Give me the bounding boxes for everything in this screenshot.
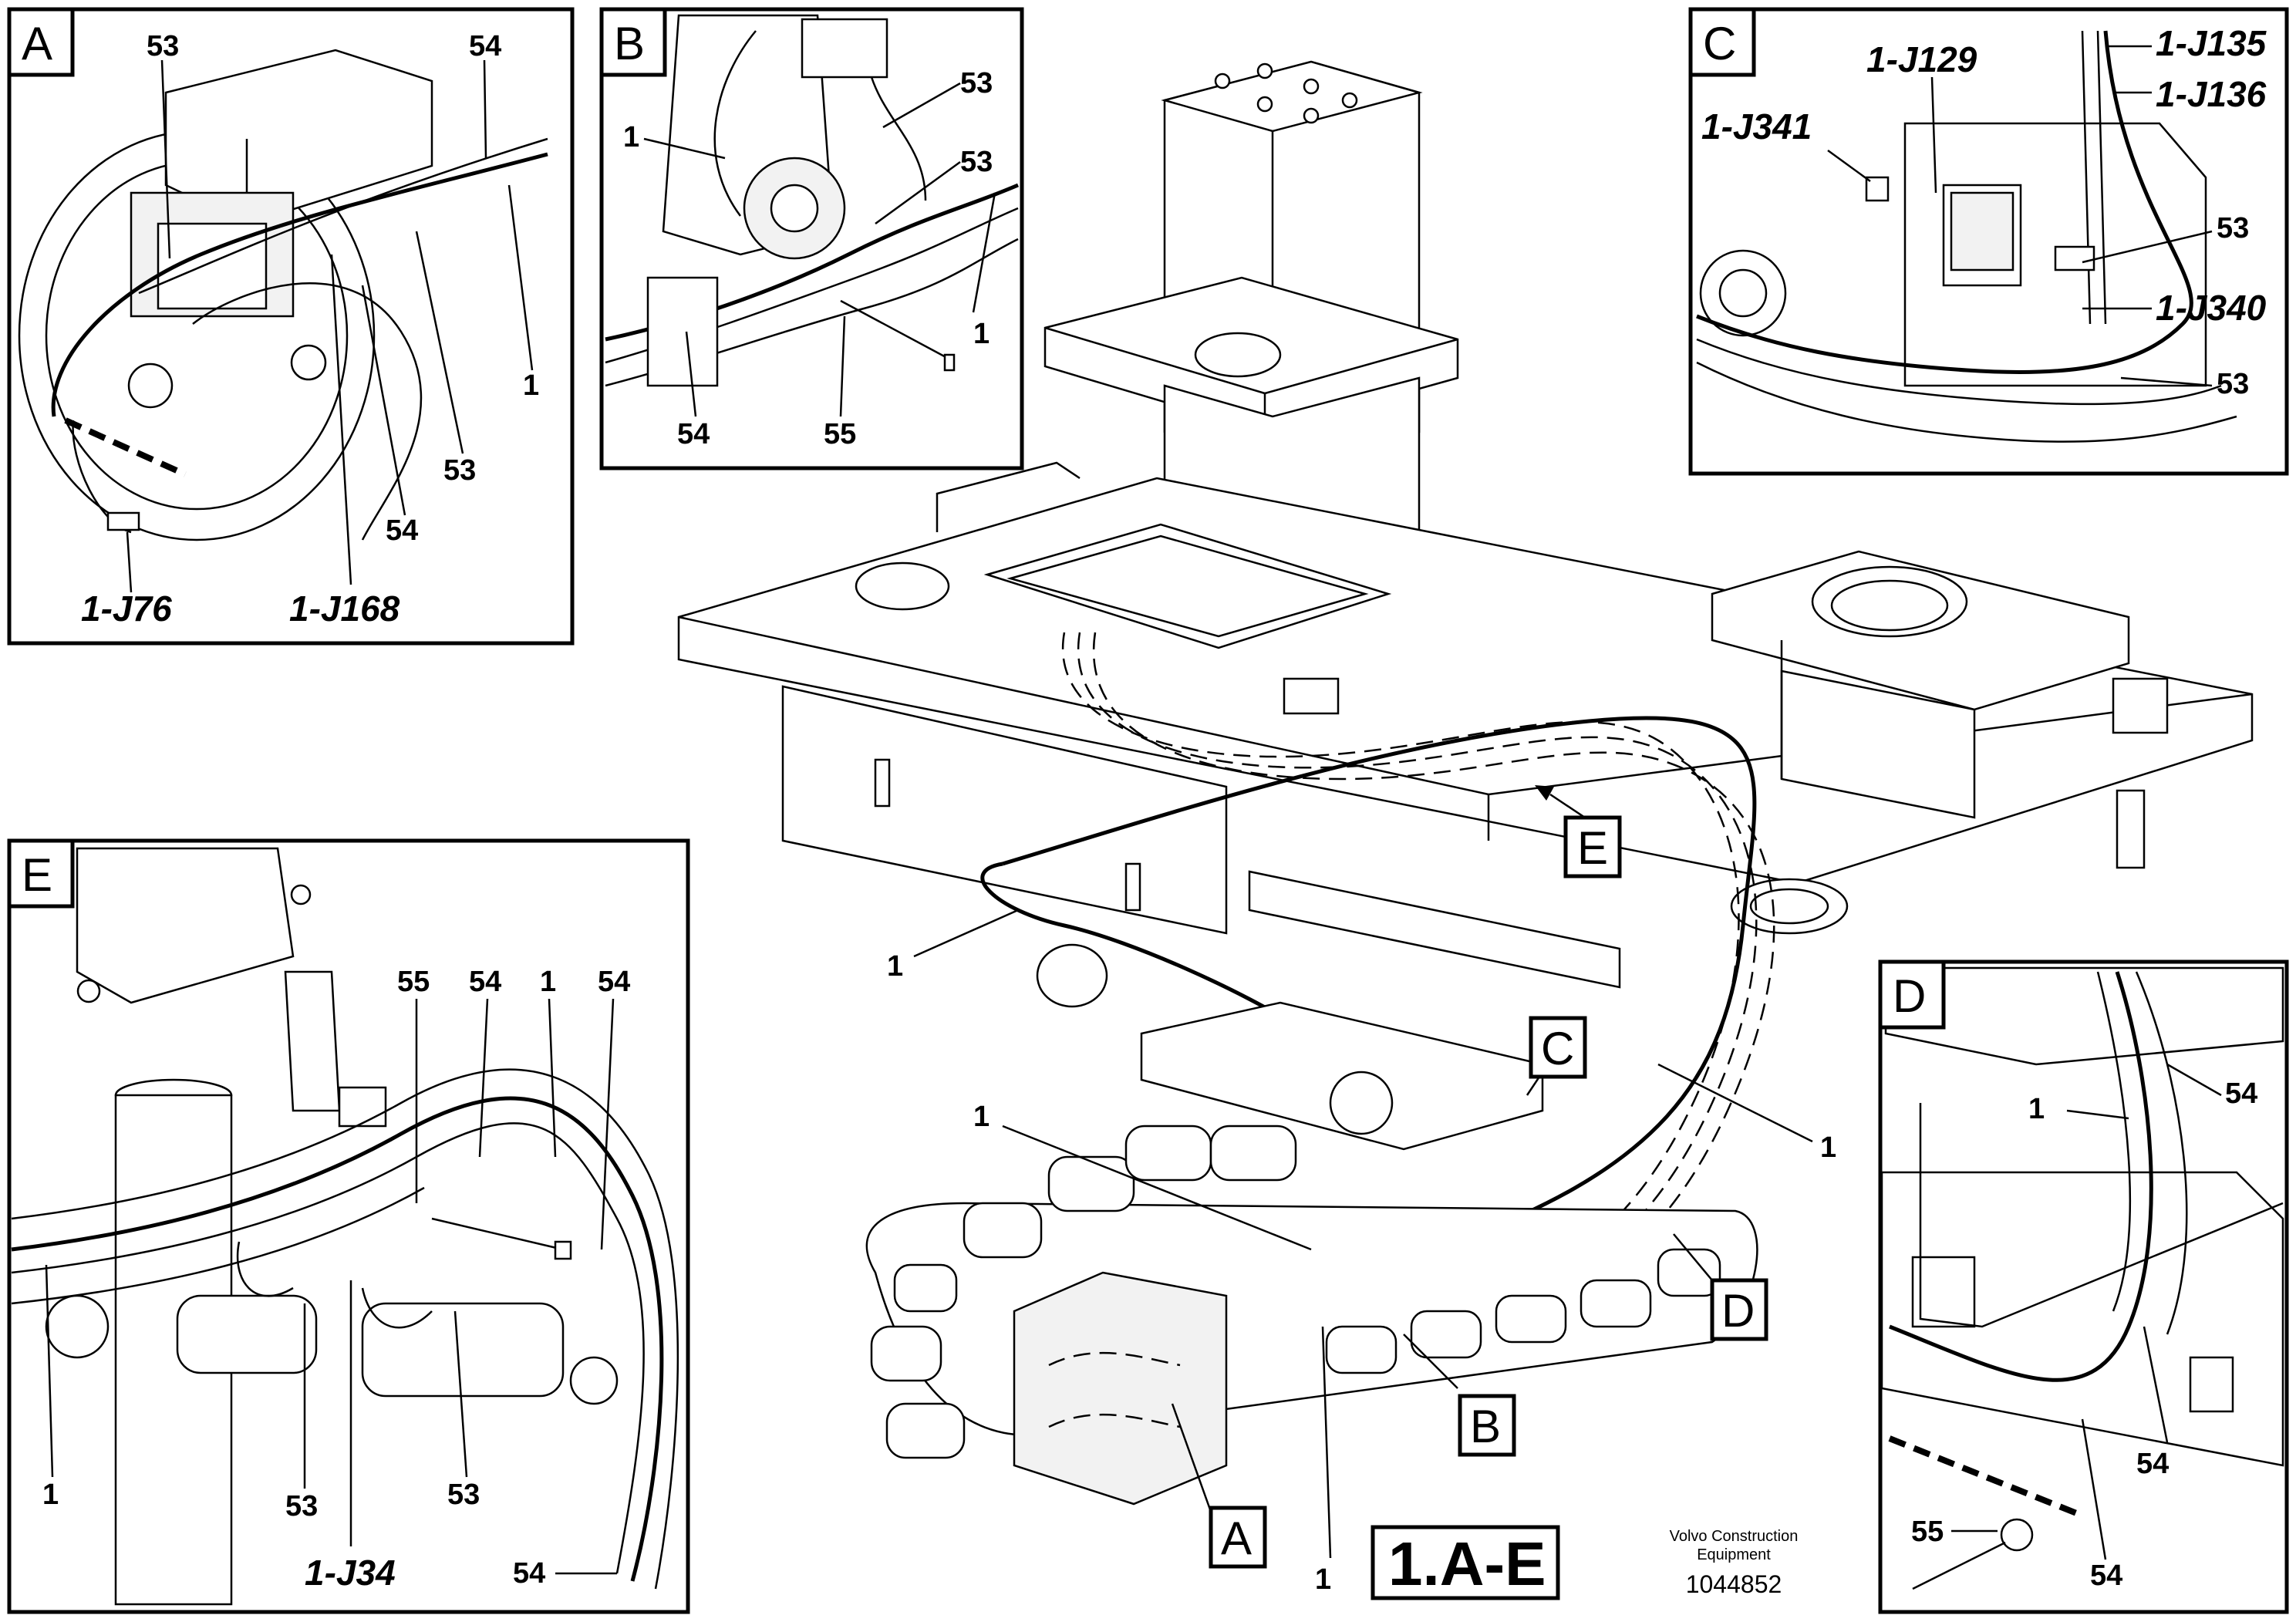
- detail-view-E: E 55 54 1 54 1 53 53 1-J34 54: [7, 838, 690, 1614]
- view-E-label-55: 55: [397, 966, 430, 998]
- detail-view-C: C 1-J135 1-J136 1-J129 1-J341 53 1-J340 …: [1688, 7, 2289, 476]
- callout-1-bottom: 1: [1315, 1563, 1331, 1596]
- callout-1-right: 1: [1820, 1131, 1836, 1164]
- svg-text:E: E: [1577, 822, 1608, 874]
- view-E-label-1-left: 1: [42, 1479, 59, 1511]
- view-C-label-53-bottom: 53: [2217, 368, 2249, 400]
- view-C-label-53-top: 53: [2217, 212, 2249, 244]
- view-ref-C: [1529, 1016, 1587, 1079]
- view-A-connector-J168: 1-J168: [289, 588, 400, 629]
- view-ref-A: [1209, 1506, 1267, 1569]
- view-E-letter: E: [22, 849, 52, 901]
- view-A-letter: A: [22, 18, 52, 69]
- view-ref-B: [1458, 1394, 1516, 1457]
- main-assembly: [677, 60, 2254, 1506]
- drawing-number: 1044852: [1686, 1570, 1782, 1598]
- view-D-label-54-mid: 54: [2136, 1448, 2169, 1480]
- view-A-drawing: [18, 49, 548, 541]
- view-C-connector-J136: 1-J136: [2156, 74, 2267, 114]
- view-C-drawing: [1696, 30, 2237, 443]
- callout-1-mid: 1: [973, 1101, 990, 1133]
- view-E-label-53-a: 53: [285, 1490, 318, 1523]
- view-E-label-54-a: 54: [469, 966, 501, 998]
- main-callouts: 1 1 1 1 E C D B A: [887, 785, 1836, 1596]
- view-D-label-1: 1: [2028, 1093, 2045, 1125]
- view-B-drawing: [605, 14, 1019, 387]
- view-D-drawing: [1880, 966, 2284, 1590]
- view-C-connector-J340: 1-J340: [2156, 288, 2267, 328]
- title-text: 1.A-E: [1388, 1529, 1546, 1598]
- view-B-label-1-left: 1: [623, 121, 639, 153]
- title-box: [1371, 1525, 1560, 1600]
- svg-text:C: C: [1541, 1023, 1574, 1074]
- view-E-label-1-top: 1: [540, 966, 556, 998]
- svg-text:D: D: [1721, 1285, 1755, 1337]
- view-C-connector-J129: 1-J129: [1866, 39, 1977, 79]
- view-E-label-54-b: 54: [598, 966, 630, 998]
- view-D-letter: D: [1893, 970, 1926, 1022]
- view-E-label-54-bottom: 54: [513, 1557, 545, 1590]
- view-B-label-54: 54: [677, 418, 710, 450]
- view-ref-D: [1710, 1278, 1768, 1341]
- view-A-label-53-top: 53: [147, 30, 179, 62]
- svg-text:A: A: [1221, 1512, 1252, 1564]
- svg-text:B: B: [1470, 1401, 1501, 1452]
- view-B-label-53-mid: 53: [960, 146, 993, 178]
- detail-view-B: B 53 1 53 1 54 55: [599, 7, 1024, 470]
- title-block: 1.A-E Volvo Construction Equipment 10448…: [1371, 1525, 1799, 1600]
- view-A-label-53-right: 53: [443, 454, 476, 487]
- track-assembly: [865, 1125, 1758, 1506]
- view-A-connector-J76: 1-J76: [81, 588, 172, 629]
- view-A-label-54-bottom: 54: [386, 514, 418, 547]
- view-C-connector-J135: 1-J135: [2156, 23, 2267, 63]
- view-E-connector-J34: 1-J34: [305, 1553, 396, 1593]
- view-B-label-1-right: 1: [973, 318, 990, 350]
- view-ref-E: [1563, 815, 1622, 878]
- company-line-1: Volvo Construction: [1670, 1528, 1799, 1545]
- view-A-label-1: 1: [523, 369, 539, 402]
- view-B-label-53-top: 53: [960, 67, 993, 99]
- view-D-label-55: 55: [1911, 1516, 1944, 1548]
- view-B-letter: B: [614, 18, 645, 69]
- view-D-label-54-bottom: 54: [2090, 1560, 2122, 1592]
- view-B-label-55: 55: [824, 418, 856, 450]
- view-E-label-53-b: 53: [447, 1479, 480, 1511]
- detail-view-A: A 53 54 1 53 54 1-J76 1-J168: [7, 7, 575, 646]
- callout-1-left: 1: [887, 950, 903, 983]
- view-C-connector-J341: 1-J341: [1701, 106, 1812, 147]
- view-D-label-54-top: 54: [2225, 1077, 2257, 1110]
- view-C-letter: C: [1703, 18, 1736, 69]
- view-E-drawing: [11, 847, 679, 1606]
- view-A-label-54-top: 54: [469, 30, 501, 62]
- company-line-2: Equipment: [1697, 1546, 1771, 1563]
- detail-view-D: D 1 54 54 55 54: [1878, 959, 2289, 1614]
